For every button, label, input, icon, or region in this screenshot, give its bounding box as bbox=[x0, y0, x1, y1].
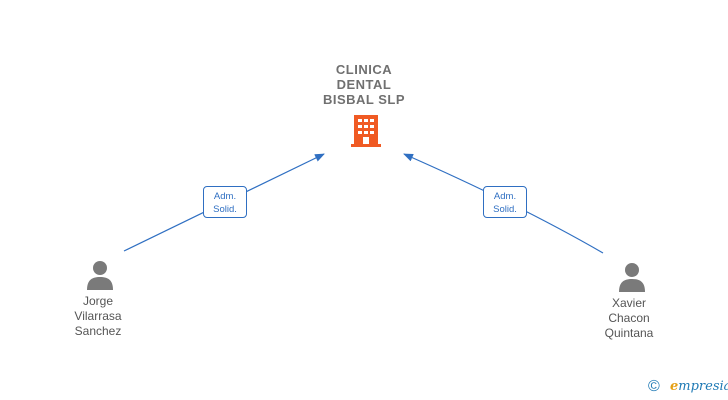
copyright-icon: © bbox=[648, 378, 660, 395]
brand-initial: e bbox=[670, 379, 679, 394]
role-badge-jorge[interactable]: Adm. Solid. bbox=[203, 186, 247, 218]
person-icon[interactable] bbox=[616, 261, 648, 293]
building-icon[interactable] bbox=[350, 113, 382, 149]
person-name-jorge[interactable]: Jorge Vilarrasa Sanchez bbox=[74, 294, 122, 338]
person-name-xavier[interactable]: Xavier Chacon Quintana bbox=[604, 296, 654, 340]
role-badge-xavier[interactable]: Adm. Solid. bbox=[483, 186, 527, 218]
company-name[interactable]: CLINICA DENTAL BISBAL SLP bbox=[322, 62, 406, 107]
brand-rest: mpresia bbox=[678, 379, 728, 394]
person-icon[interactable] bbox=[84, 259, 116, 291]
empresia-logo[interactable]: empresia bbox=[670, 379, 728, 395]
